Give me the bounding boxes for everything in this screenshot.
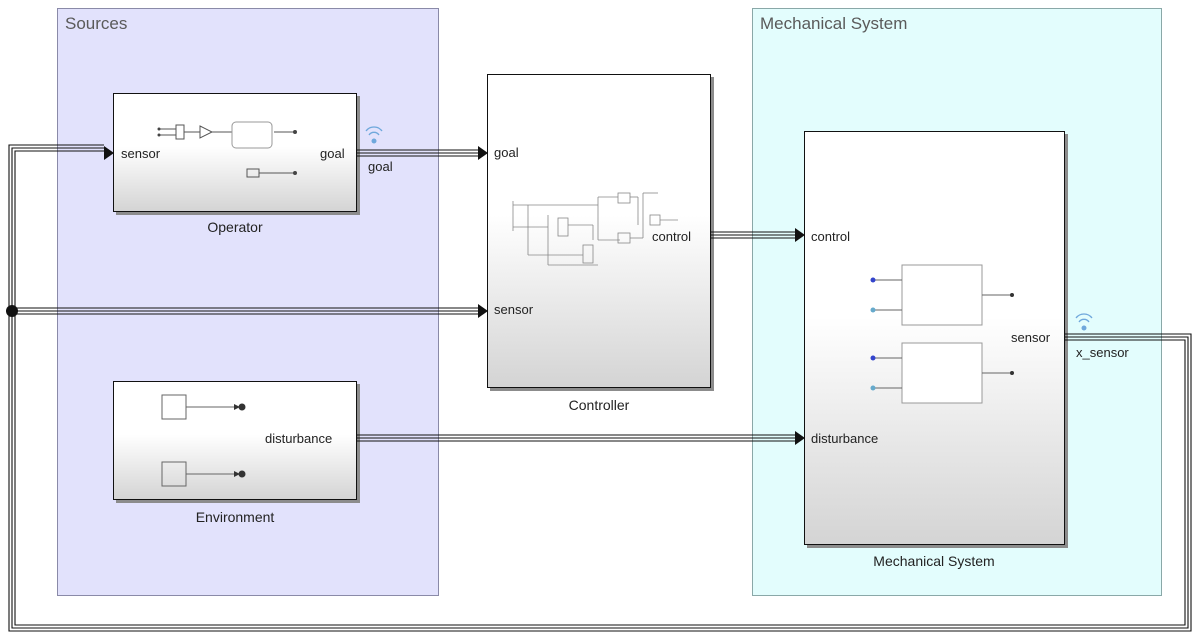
environment-block-name: Environment [195, 509, 275, 525]
sources-area-label: Sources [65, 14, 128, 33]
mechanical-port-disturbance: disturbance [811, 431, 879, 446]
controller-port-control: control [652, 229, 692, 244]
mechanical-port-sensor: sensor [1011, 330, 1051, 345]
operator-port-goal: goal [320, 146, 345, 161]
operator-port-sensor: sensor [121, 146, 161, 161]
mechanical-system-block-name: Mechanical System [873, 553, 995, 569]
controller-port-goal: goal [494, 145, 519, 160]
signal-label-x-sensor[interactable]: x_sensor [1076, 345, 1129, 360]
mechanical-port-control: control [811, 229, 851, 244]
controller-block-name: Controller [568, 397, 630, 413]
signal-label-goal[interactable]: goal [368, 159, 393, 174]
environment-port-disturbance: disturbance [265, 431, 333, 446]
mechanical-area-label: Mechanical System [760, 14, 908, 33]
branch-point [6, 305, 18, 317]
controller-port-sensor: sensor [494, 302, 534, 317]
operator-block-name: Operator [207, 219, 263, 235]
